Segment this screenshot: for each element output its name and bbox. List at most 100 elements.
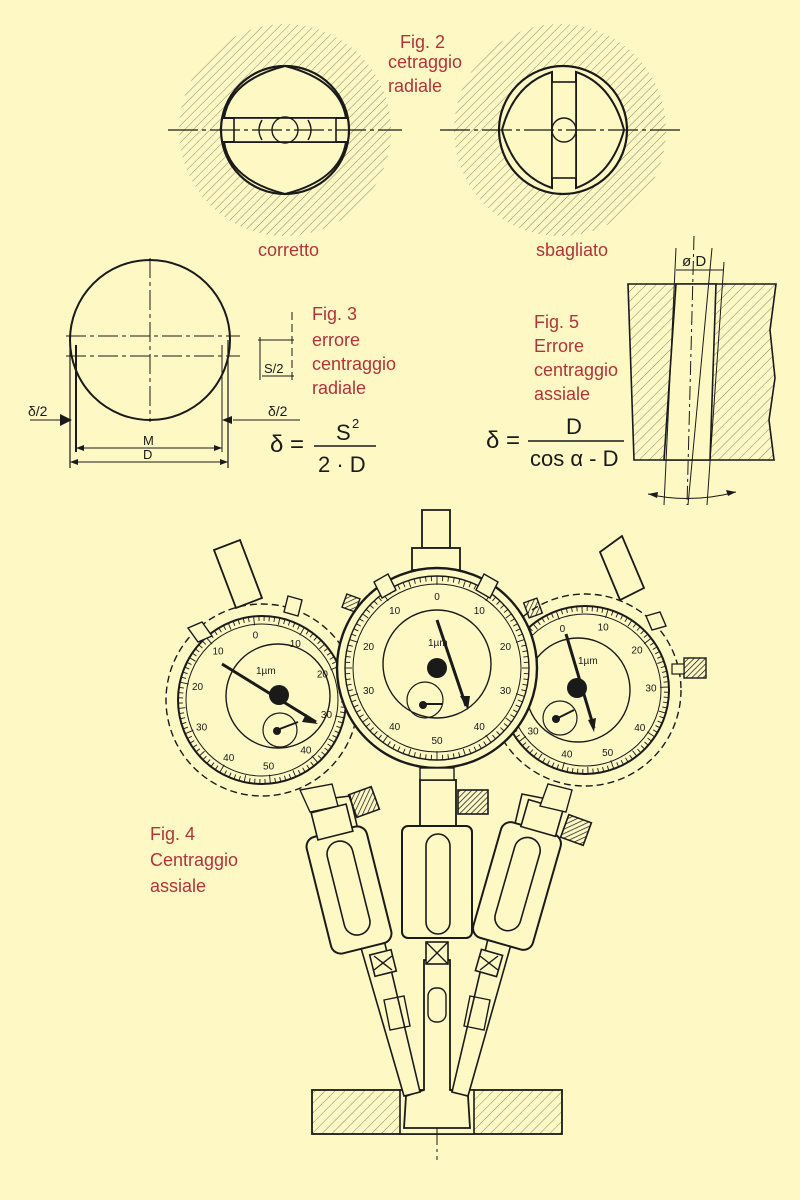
gauge-tick [525, 745, 530, 750]
gauge-tick [186, 661, 192, 665]
gauge-tick [629, 754, 633, 760]
gauge-tick [515, 639, 525, 643]
fig5-caption-line4: assiale [534, 384, 590, 404]
gauge-tick [284, 775, 287, 781]
gauge-tick [310, 761, 315, 767]
gauge-tick [462, 580, 466, 588]
gauge-tick [317, 755, 323, 760]
gauge-tick [349, 693, 359, 697]
gauge-tick [349, 639, 359, 643]
gauge-tick [468, 582, 472, 588]
gauge-tick [247, 617, 250, 623]
gauge-tick [447, 754, 449, 760]
gauge-tick [397, 584, 401, 590]
gauge-tick [473, 746, 477, 752]
gauge-scale-number: 40 [561, 749, 573, 760]
gauge-tick [413, 578, 416, 584]
gauge-tick [468, 748, 472, 754]
gauge-tick [345, 678, 351, 680]
gauge-tick [505, 717, 512, 723]
gauge-tick [219, 764, 225, 773]
fig5-axial-error: ø D Fig. 5 Errore centraggio assiale δ =… [486, 235, 777, 506]
gauge-tick [597, 767, 599, 773]
gauge-scale-number: 40 [389, 722, 401, 733]
gauge-tick [620, 760, 624, 765]
fig4-caption-line3: assiale [150, 876, 206, 896]
gauge-tick [657, 660, 665, 665]
gauge-tick [408, 748, 412, 756]
gauge-tick [195, 648, 200, 653]
gauge-scale-number: 50 [431, 736, 443, 747]
gauge-scale-number: 10 [598, 623, 610, 634]
gauge-tick [362, 613, 369, 619]
gauge-tick [610, 760, 615, 770]
gauge-tick [340, 711, 346, 714]
gauge-tick [662, 676, 668, 678]
gauge-tick [473, 584, 477, 590]
gauge-tick [180, 717, 186, 720]
gauge-tick [522, 683, 528, 686]
gauge-tick [297, 769, 301, 775]
gauge-tick [214, 630, 218, 636]
gauge-scale-number: 30 [321, 710, 333, 721]
gauge-tick [359, 714, 364, 718]
gauge-scale-number: 0 [253, 630, 259, 641]
gauge-tick [178, 686, 184, 689]
gauge-tick [243, 775, 247, 783]
gauge-tick [510, 714, 515, 718]
gauge-tick [663, 701, 669, 704]
gauge-tick [510, 618, 515, 622]
gauge-tick [601, 607, 604, 613]
gauge-tick [478, 744, 482, 749]
fig5-caption-line1: Fig. 5 [534, 312, 579, 332]
gauge-tick [496, 731, 501, 736]
gauge-tick [279, 776, 282, 782]
gauge-tick [182, 671, 188, 675]
gauge-tick [596, 606, 599, 612]
gauge-tick [199, 750, 205, 757]
gauge-tick [273, 616, 276, 622]
gauge-scale-number: 50 [263, 762, 275, 773]
gauge-tick [561, 761, 565, 771]
gauge-scale-number: 50 [602, 748, 614, 759]
fig3-m-label: M [143, 433, 154, 448]
gauge-tick [652, 646, 658, 650]
gauge-tick [248, 778, 251, 784]
gauge-tick [369, 727, 374, 732]
fig2-wrong-bore [440, 24, 680, 236]
gauge-tick [458, 752, 461, 758]
gauge-tick [214, 765, 219, 770]
gauge-tick [643, 633, 649, 638]
gauge-tick [319, 643, 325, 650]
gauge-tick [483, 741, 487, 746]
gauge-scale-number: 40 [223, 753, 235, 764]
gauge-tick [624, 617, 628, 623]
gauge-tick [503, 609, 509, 613]
gauge-tick [184, 666, 190, 670]
fig2-caption-line1: Fig. 2 [400, 32, 445, 52]
fig3-radial-error: δ/2 δ/2 S/2 M D Fig. 3 errore centraggio… [28, 258, 396, 477]
gauge-tick [337, 721, 343, 724]
gauge-tick [179, 681, 189, 685]
gauge-tick [397, 746, 401, 752]
gauge-tick [515, 693, 525, 697]
gauge-tick [649, 642, 655, 646]
gauge-tick [555, 610, 560, 620]
gauge-tick [550, 612, 554, 618]
gauge-tick [201, 640, 207, 645]
fig3-formula-numerator: S [336, 420, 351, 445]
gauge-tick [546, 615, 550, 620]
fig4-center-column [401, 779, 489, 1023]
gauge-tick [227, 622, 232, 630]
gauge-tick [362, 717, 369, 723]
gauge-tick [496, 600, 501, 605]
gauge-tick [277, 617, 281, 625]
gauge-tick [546, 760, 550, 766]
gauge-tick [513, 623, 518, 627]
gauge-scale-number: 30 [196, 723, 208, 734]
gauge-tick [321, 751, 326, 756]
gauge-tick [233, 774, 237, 780]
fig5-formula: δ = D cos α - D [486, 414, 624, 471]
